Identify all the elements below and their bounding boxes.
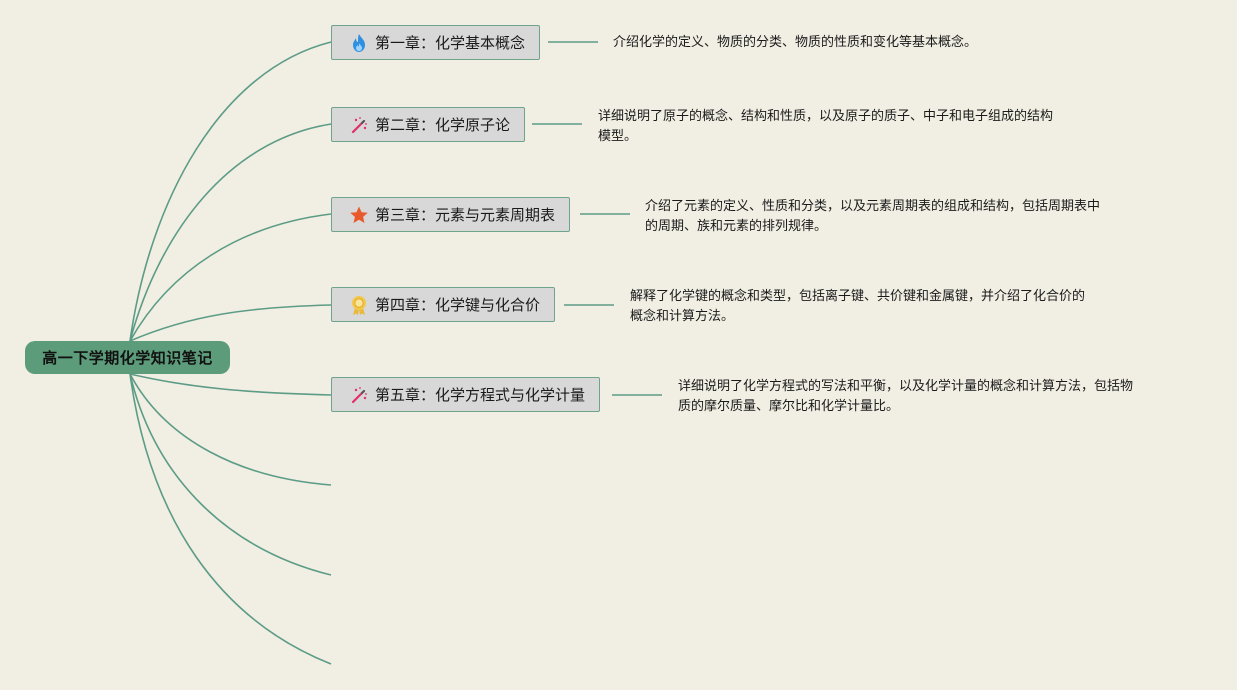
- branch-line-8: [129, 373, 332, 665]
- note-line: 解释了化学键的概念和类型，包括离子键、共价键和金属键，并介绍了化合价的: [630, 289, 1086, 304]
- note-chapter-5[interactable]: 详细说明了化学方程式的写法和平衡，以及化学计量的概念和计算方法，包括物 质的摩尔…: [678, 377, 1133, 417]
- flame-icon: [348, 32, 370, 54]
- root-topic[interactable]: 高一下学期化学知识笔记: [25, 341, 230, 374]
- topic-title: 第二章：化学原子论: [375, 116, 511, 134]
- note-line: 模型。: [598, 129, 638, 144]
- note-line: 概念和计算方法。: [630, 309, 735, 324]
- branch-line-2: [129, 123, 332, 342]
- note-line: 详细说明了化学方程式的写法和平衡，以及化学计量的概念和计算方法，包括物: [678, 379, 1134, 394]
- award-ribbon-icon: [348, 294, 370, 316]
- note-line: 介绍了元素的定义、性质和分类，以及元素周期表的组成和结构，包括周期表中: [645, 199, 1101, 214]
- magic-wand-icon: [348, 384, 370, 406]
- note-line: 质的摩尔质量、摩尔比和化学计量比。: [678, 399, 900, 414]
- note-line: 介绍化学的定义、物质的分类、物质的性质和变化等基本概念。: [613, 35, 978, 50]
- branch-line-5: [129, 373, 332, 396]
- topic-title: 第三章：元素与元素周期表: [375, 206, 556, 224]
- star-icon: [348, 204, 370, 226]
- branch-line-4: [129, 304, 332, 342]
- note-chapter-2[interactable]: 详细说明了原子的概念、结构和性质，以及原子的质子、中子和电子组成的结构 模型。: [598, 107, 1053, 147]
- topic-title: 第一章：化学基本概念: [375, 34, 526, 52]
- note-chapter-3[interactable]: 介绍了元素的定义、性质和分类，以及元素周期表的组成和结构，包括周期表中 的周期、…: [645, 197, 1100, 237]
- topic-title: 第五章：化学方程式与化学计量: [375, 386, 586, 404]
- branch-line-3: [129, 213, 332, 342]
- topic-chapter-1[interactable]: 第一章：化学基本概念: [331, 25, 541, 60]
- topic-chapter-4[interactable]: 第四章：化学键与化合价: [331, 287, 556, 322]
- topic-chapter-2[interactable]: 第二章：化学原子论: [331, 107, 526, 142]
- topic-chapter-3[interactable]: 第三章：元素与元素周期表: [331, 197, 571, 232]
- topic-title: 第四章：化学键与化合价: [375, 296, 541, 314]
- note-chapter-4[interactable]: 解释了化学键的概念和类型，包括离子键、共价键和金属键，并介绍了化合价的 概念和计…: [630, 287, 1085, 327]
- branch-line-7: [129, 373, 332, 576]
- branch-line-1: [129, 41, 332, 342]
- note-chapter-1[interactable]: 介绍化学的定义、物质的分类、物质的性质和变化等基本概念。: [613, 33, 977, 53]
- magic-wand-icon: [348, 114, 370, 136]
- branch-line-6: [129, 373, 332, 486]
- note-line: 的周期、族和元素的排列规律。: [645, 219, 828, 234]
- note-line: 详细说明了原子的概念、结构和性质，以及原子的质子、中子和电子组成的结构: [598, 109, 1054, 124]
- topic-chapter-5[interactable]: 第五章：化学方程式与化学计量: [331, 377, 601, 412]
